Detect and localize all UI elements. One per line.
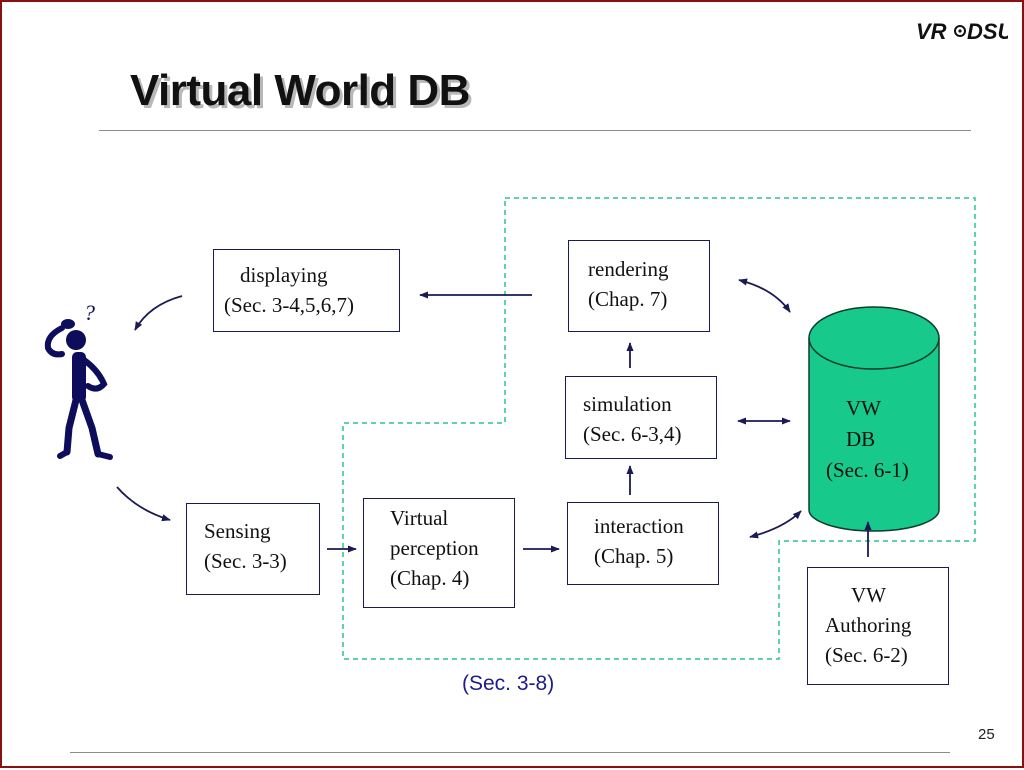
virtual-perception-line-2: perception [390,536,479,560]
virtual-perception-line-1: Virtual [390,506,449,530]
page-title: Virtual World DB [130,66,470,115]
interaction-label: interaction [594,514,684,538]
virtual-perception-section: (Chap. 4) [390,566,470,590]
footer-rule [70,752,950,753]
logo-ring-icon [954,25,966,37]
vw-db-line-2: DB [846,427,876,451]
thinking-person-icon [44,319,113,460]
vr-dsu-logo: VR DSU [916,19,1008,44]
vw-authoring-line-2: Authoring [825,613,912,637]
person-thought-mark: ? [84,300,95,325]
arrow-rendering-db [738,278,791,313]
dashed-region-label: (Sec. 3-8) [462,672,555,695]
title-rule [99,130,971,131]
rendering-label: rendering [588,257,669,281]
vw-authoring-box: VW Authoring (Sec. 6-2) [807,567,949,685]
vw-db-cylinder [808,306,940,532]
virtual-perception-box: Virtual perception (Chap. 4) [363,498,515,608]
simulation-section: (Sec. 6-3,4) [583,422,682,446]
rendering-box: rendering (Chap. 7) [568,240,710,332]
logo-left-text: VR [916,19,947,44]
simulation-box: simulation (Sec. 6-3,4) [565,376,717,459]
vw-db-line-1: VW [846,396,881,420]
simulation-label: simulation [583,392,672,416]
displaying-box: displaying (Sec. 3-4,5,6,7) [213,249,400,332]
sensing-section: (Sec. 3-3) [204,549,287,573]
arrow-person-to-sensing [116,486,171,522]
displaying-section: (Sec. 3-4,5,6,7) [224,293,355,317]
logo-right-text: DSU [967,19,1008,44]
page-number: 25 [978,726,995,743]
rendering-section: (Chap. 7) [588,287,668,311]
vw-authoring-line-1: VW [851,583,886,607]
sensing-box: Sensing (Sec. 3-3) [186,503,320,595]
vw-db-label: VW DB (Sec. 6-1) [826,393,909,486]
sensing-label: Sensing [204,519,271,543]
displaying-label: displaying [240,263,328,287]
arrow-displaying-to-person [134,295,183,331]
vw-authoring-section: (Sec. 6-2) [825,643,908,667]
arrow-interaction-db [749,510,802,539]
dashed-region-boundary [342,197,976,660]
interaction-box: interaction (Chap. 5) [567,502,719,585]
vw-db-section: (Sec. 6-1) [826,458,909,482]
interaction-section: (Chap. 5) [594,544,674,568]
